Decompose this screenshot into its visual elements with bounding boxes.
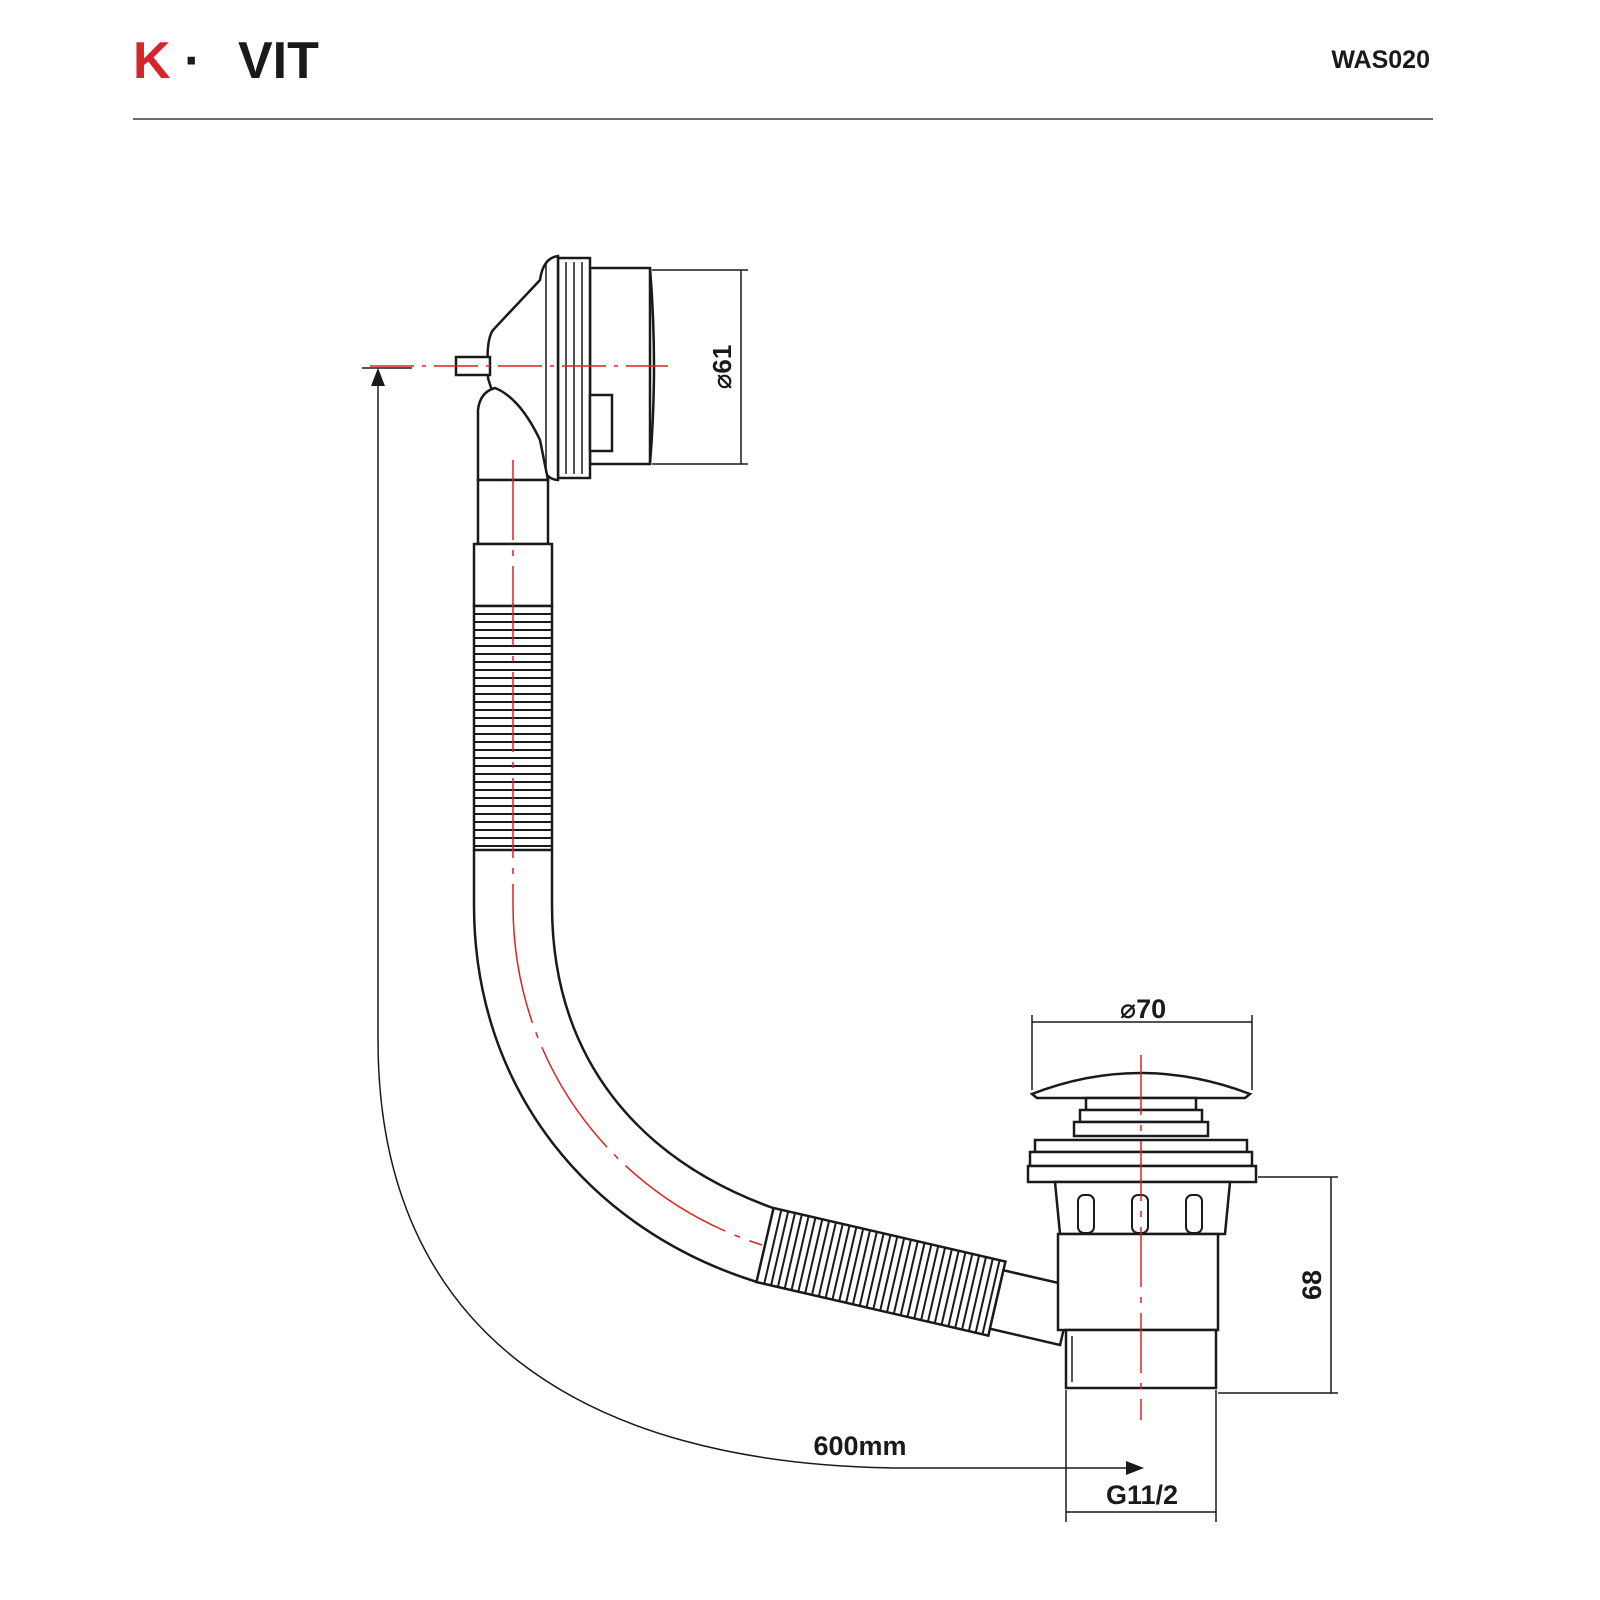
diagonal-rib — [954, 1253, 974, 1329]
logo-text-vit: VIT — [238, 32, 319, 90]
dim-label-overflow-diameter: ⌀61 — [707, 345, 737, 390]
dim-label-pipe-length: 600mm — [813, 1431, 906, 1461]
diagonal-rib — [804, 1218, 824, 1294]
overflow-thread-lines — [565, 262, 583, 474]
diagonal-rib — [776, 1212, 796, 1288]
dim-600-arc — [377, 378, 1136, 1469]
logo-letter-k: K — [133, 32, 171, 90]
diagonal-rib — [831, 1225, 851, 1300]
brand-logo: K · VIT — [133, 32, 319, 90]
diagonal-rib — [845, 1228, 865, 1303]
diagonal-corrugated-hose — [754, 1206, 1076, 1347]
diagonal-rib — [851, 1230, 871, 1305]
dimension-lines — [362, 269, 1338, 1522]
header: K · VIT WAS020 — [133, 32, 1433, 120]
logo-separator-dot: · — [184, 32, 201, 90]
overflow-clip — [588, 393, 614, 453]
overflow-elbow — [476, 386, 550, 482]
diagonal-rib — [790, 1215, 810, 1291]
dim-label-drain-cap-diameter: ⌀70 — [1120, 994, 1166, 1024]
diagonal-rib — [926, 1247, 947, 1322]
curved-hose-inner-wall — [550, 850, 774, 1210]
dim-600-arrow-top — [371, 368, 385, 386]
diagonal-rib — [961, 1255, 981, 1330]
diagonal-rib — [770, 1211, 790, 1286]
diagonal-rib — [892, 1239, 912, 1314]
diagonal-rib — [811, 1220, 831, 1296]
drain-body-lower — [1056, 1232, 1220, 1332]
diagonal-rib — [872, 1234, 892, 1310]
drain-assembly — [1026, 1071, 1258, 1390]
diagonal-rib — [817, 1222, 837, 1297]
diagonal-rib — [824, 1223, 844, 1299]
diagonal-rib — [940, 1250, 960, 1325]
overflow-assembly — [454, 254, 656, 482]
curved-hose-centerline — [512, 904, 763, 1246]
diagonal-corrugation-ribs — [763, 1209, 1001, 1335]
diagonal-rib — [886, 1237, 906, 1313]
diagonal-rib — [783, 1214, 803, 1289]
diagonal-rib — [981, 1259, 1001, 1335]
diagonal-rib — [763, 1209, 783, 1285]
diagonal-rib — [797, 1217, 817, 1292]
diagonal-rib — [858, 1231, 878, 1307]
diagonal-rib — [879, 1236, 899, 1311]
curved-hose-outer-wall — [472, 850, 758, 1284]
diagonal-rib — [974, 1258, 994, 1333]
diagonal-rib — [933, 1248, 953, 1324]
dim-label-thread-size: G11/2 — [1106, 1480, 1178, 1510]
diagonal-rib — [947, 1252, 967, 1327]
dimension-arrowheads — [371, 368, 1144, 1475]
diagonal-rib — [913, 1244, 933, 1319]
drain-flange-base — [1026, 1164, 1258, 1184]
diagonal-rib — [920, 1245, 940, 1321]
diagonal-rib — [967, 1256, 987, 1332]
diagonal-rib — [899, 1241, 919, 1316]
dimension-labels: ⌀61 ⌀70 68 600mm G11/2 — [707, 345, 1327, 1510]
dim-label-drain-height: 68 — [1297, 1270, 1327, 1300]
diagonal-rib — [838, 1226, 858, 1302]
dim-600-arrow-right — [1126, 1461, 1144, 1475]
diagonal-rib — [906, 1242, 926, 1318]
model-code: WAS020 — [1331, 46, 1430, 74]
diagonal-rib — [865, 1233, 885, 1308]
centerlines — [370, 365, 1142, 1420]
curved-hose — [472, 850, 774, 1284]
